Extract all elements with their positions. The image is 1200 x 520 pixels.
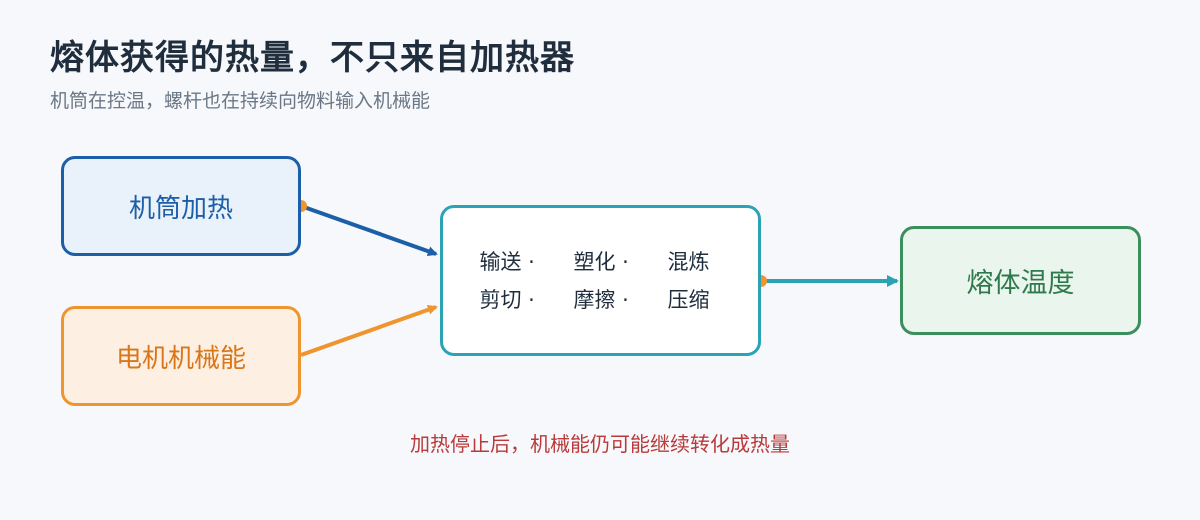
process-item-friction: 摩擦 · xyxy=(573,287,629,312)
screw-process-node: 输送 · 塑化 · 混炼 剪切 · 摩擦 · 压缩 xyxy=(440,205,761,356)
barrel-heating-label: 机筒加热 xyxy=(128,193,233,224)
barrel-heating-node: 机筒加热 xyxy=(61,156,301,256)
melt-temperature-label: 熔体温度 xyxy=(966,268,1075,299)
page-title: 熔体获得的热量，不只来自加热器 xyxy=(50,38,575,78)
process-item-conveying: 输送 · xyxy=(479,249,535,274)
footnote: 加热停止后，机械能仍可能继续转化成热量 xyxy=(410,432,790,456)
process-item-plasticizing: 塑化 · xyxy=(573,249,629,274)
process-row: 输送 · 塑化 · 混炼 xyxy=(480,243,722,281)
arrow-motor-to-process xyxy=(300,304,438,357)
arrow-barrel-to-process xyxy=(300,204,438,257)
process-item-compression: 压缩 xyxy=(667,287,710,312)
motor-energy-label: 电机机械能 xyxy=(115,343,246,374)
melt-temperature-node: 熔体温度 xyxy=(900,226,1141,335)
process-item-mixing: 混炼 xyxy=(667,249,710,274)
page-subtitle: 机筒在控温，螺杆也在持续向物料输入机械能 xyxy=(50,90,431,112)
process-item-shearing: 剪切 · xyxy=(479,287,535,312)
process-row: 剪切 · 摩擦 · 压缩 xyxy=(480,281,722,319)
motor-energy-node: 电机机械能 xyxy=(61,306,301,406)
